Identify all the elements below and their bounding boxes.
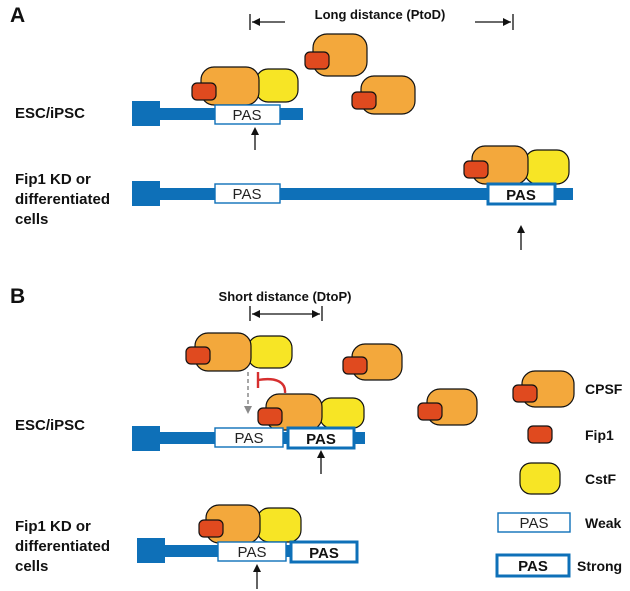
weak-pas-box: PAS (214, 104, 281, 125)
long-distance-label: Long distance (PtoD) (315, 7, 446, 22)
free-cpsf-complex (304, 33, 368, 77)
panel-b-label: B (10, 285, 25, 308)
svg-text:PAS: PAS (238, 544, 267, 561)
row-label-line-2: differentiated (15, 191, 110, 208)
legend-fip1-label: Fip1 (585, 427, 614, 443)
legend: CPSF Fip1 CstF PAS Weak PAS Strong (495, 370, 623, 578)
panel-b: B Short distance (DtoP) (10, 285, 478, 589)
legend-weak-label: Weak (585, 515, 622, 531)
legend-fip1-icon (527, 425, 553, 444)
strong-pas-box: PAS (286, 426, 356, 450)
svg-text:PAS: PAS (306, 431, 336, 448)
row-label-esc-ipsc: ESC/iPSC (15, 105, 85, 122)
svg-text:PAS: PAS (520, 515, 549, 532)
strong-pas-box: PAS (486, 182, 557, 206)
row-label-line-3: cells (15, 211, 48, 228)
long-distance-bracket (249, 5, 514, 30)
bound-cpsf-cstf-complex (198, 504, 302, 544)
row-label-line-1: Fip1 KD or (15, 518, 91, 535)
panel-a-label: A (10, 4, 25, 27)
svg-text:PAS: PAS (233, 107, 262, 124)
weak-pas-box: PAS (214, 183, 281, 204)
bound-cpsf-cstf-complex (191, 66, 299, 106)
bound-cpsf-cstf-complex (463, 145, 570, 185)
free-cpsf-complex (342, 343, 403, 381)
bound-cpsf-cstf-complex (257, 393, 365, 431)
row-label-esc-ipsc: ESC/iPSC (15, 417, 85, 434)
free-cpsf-complex (351, 75, 416, 115)
svg-text:PAS: PAS (233, 186, 262, 203)
free-cpsf-complex (417, 388, 478, 426)
row-label-line-3: cells (15, 558, 48, 575)
inhibition-mark (256, 372, 287, 394)
weak-pas-box: PAS (217, 541, 287, 562)
legend-cpsf-label: CPSF (585, 381, 623, 397)
short-distance-bracket (249, 306, 323, 321)
legend-weak-pas-icon: PAS (497, 512, 571, 533)
legend-cstf-label: CstF (585, 471, 617, 487)
weak-pas-box: PAS (214, 427, 284, 448)
legend-strong-pas-icon: PAS (495, 553, 571, 578)
svg-text:PAS: PAS (309, 545, 339, 562)
panel-a: A Long distance (PtoD) ESC/iPSC (10, 4, 573, 250)
svg-text:PAS: PAS (235, 430, 264, 447)
legend-cstf-icon (519, 462, 561, 495)
svg-text:PAS: PAS (518, 558, 548, 575)
short-distance-label: Short distance (DtoP) (219, 289, 352, 304)
row-label-line-2: differentiated (15, 538, 110, 555)
strong-pas-box: PAS (289, 540, 359, 564)
free-cpsf-cstf-complex (185, 332, 293, 372)
legend-strong-label: Strong (577, 558, 622, 574)
legend-cpsf-icon (512, 370, 575, 408)
svg-text:PAS: PAS (506, 187, 536, 204)
row-label-line-1: Fip1 KD or (15, 171, 91, 188)
